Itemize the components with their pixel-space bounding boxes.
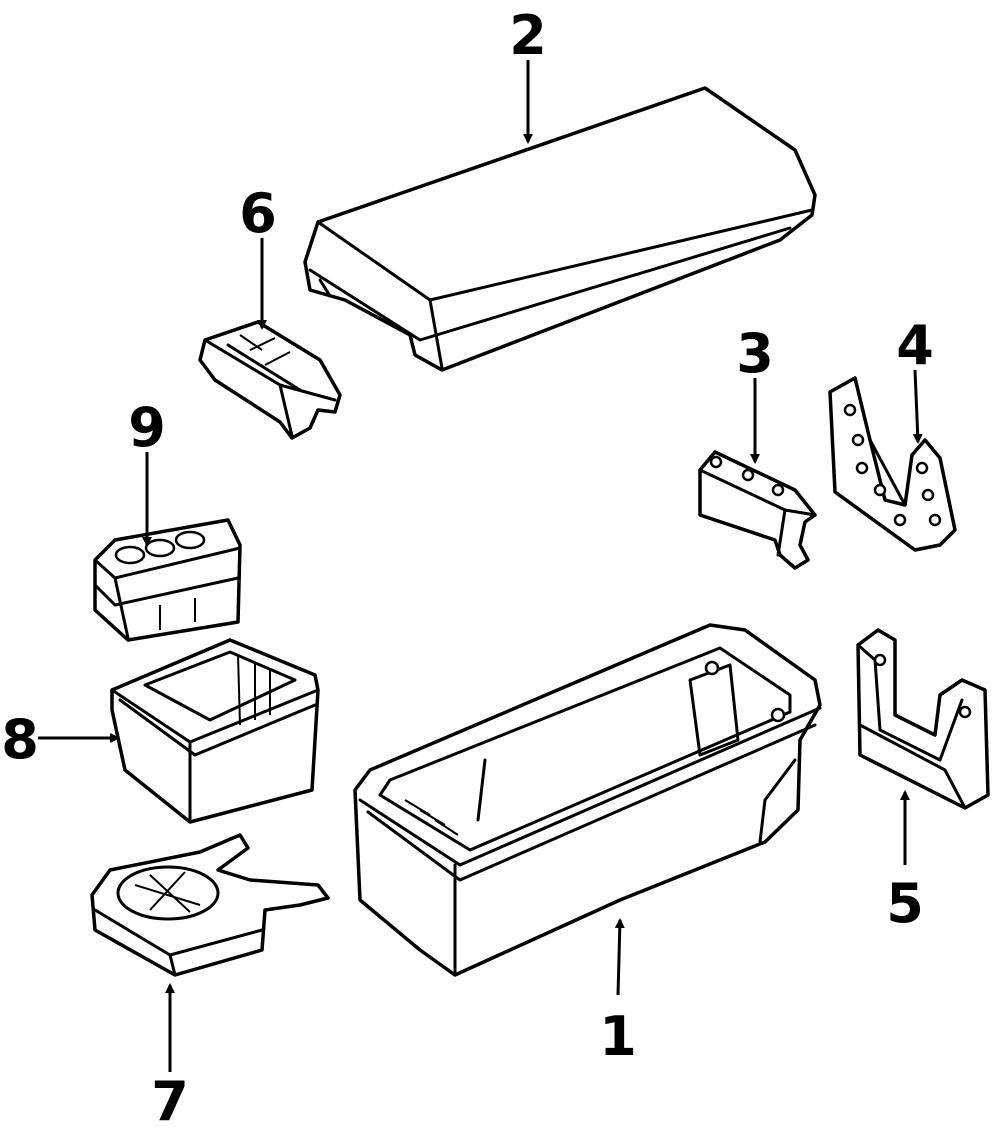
leader-4	[912, 369, 923, 444]
callout-6: 6	[239, 182, 277, 245]
callout-5: 5	[886, 872, 924, 935]
part-7-cup-holder	[90, 833, 330, 977]
callout-numbers: 1 2 3 4 5 6 7 8 9	[1, 4, 934, 1131]
part-4-bracket	[828, 376, 957, 552]
part-3-hinge-block	[698, 450, 817, 570]
callout-2: 2	[509, 4, 547, 67]
callout-8: 8	[1, 708, 39, 771]
callout-3: 3	[736, 322, 774, 385]
part-1-console-box	[353, 623, 822, 977]
part-9-cup-holder-insert	[93, 518, 242, 642]
part-8-tray-bin	[110, 638, 320, 824]
callout-1: 1	[599, 1005, 637, 1068]
part-2-armrest-lid	[303, 86, 817, 372]
part-6-latch	[198, 320, 342, 440]
callout-9: 9	[128, 396, 166, 459]
leader-1	[614, 918, 625, 996]
leader-lines	[38, 60, 923, 1072]
part-5-u-bracket	[856, 628, 990, 810]
callout-4: 4	[896, 314, 934, 377]
callout-7: 7	[151, 1070, 189, 1131]
